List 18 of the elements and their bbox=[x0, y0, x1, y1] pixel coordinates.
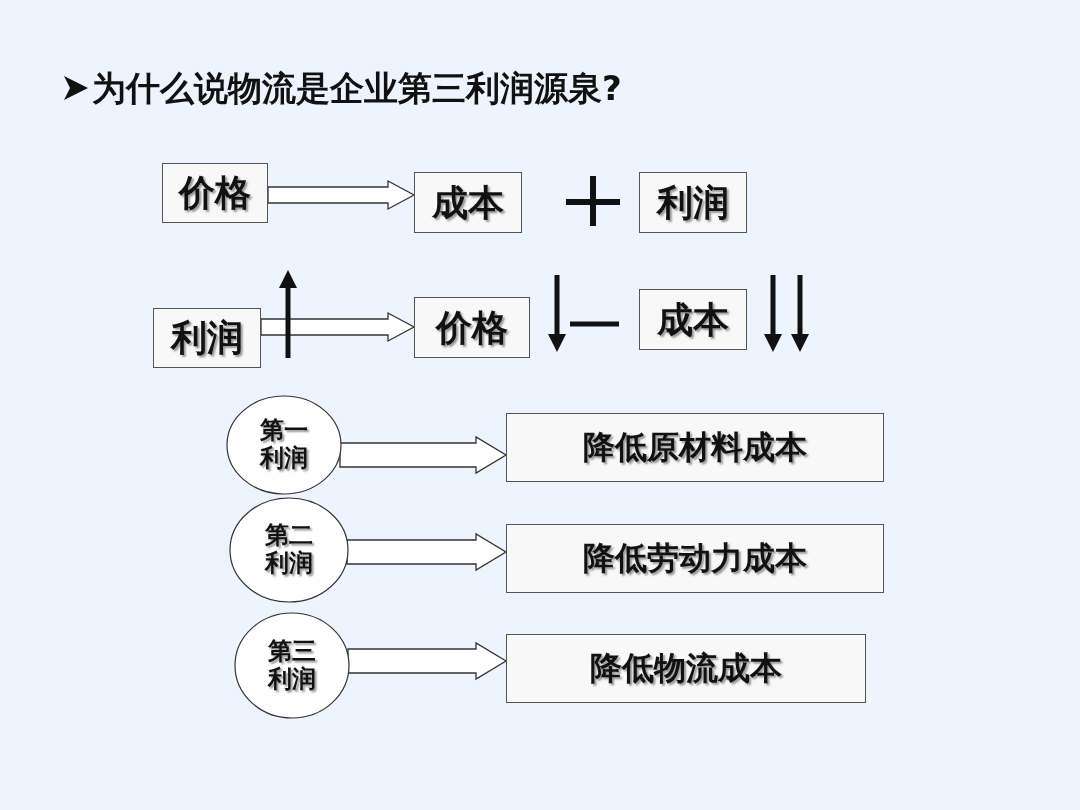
text-box: 价格 bbox=[162, 163, 268, 223]
title: 为什么说物流是企业第三利润源泉? bbox=[92, 67, 622, 110]
text-box: 利润 bbox=[639, 172, 747, 233]
text-box: 价格 bbox=[414, 297, 530, 358]
block-arrow bbox=[267, 179, 416, 211]
text-box: 成本 bbox=[414, 172, 522, 233]
text-box: 降低原材料成本 bbox=[506, 413, 884, 482]
text-box: 成本 bbox=[639, 289, 747, 350]
ellipse-node: 第三利润 bbox=[234, 612, 350, 719]
text-box: 降低劳动力成本 bbox=[506, 524, 884, 593]
ellipse-node: 第二利润 bbox=[229, 497, 349, 603]
block-arrow bbox=[339, 435, 508, 475]
text-box: 利润 bbox=[153, 308, 261, 368]
text-box: 降低物流成本 bbox=[506, 634, 866, 703]
block-arrow bbox=[346, 532, 508, 572]
ellipse-node: 第一利润 bbox=[226, 395, 342, 495]
block-arrow bbox=[347, 641, 508, 681]
block-arrow bbox=[260, 311, 416, 343]
